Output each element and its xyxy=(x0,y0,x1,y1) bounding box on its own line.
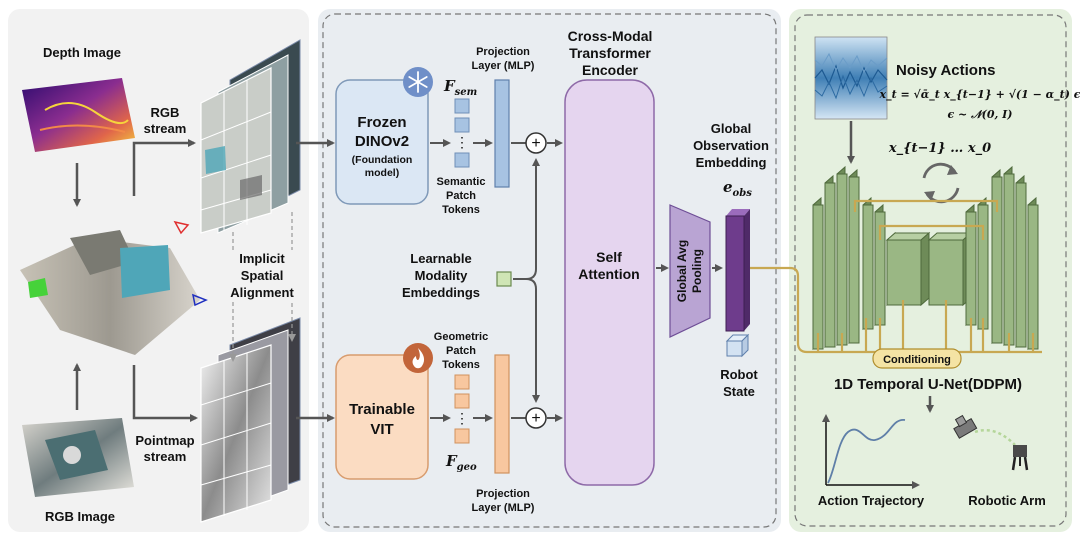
geometric-tokens-1: Geometric xyxy=(434,331,488,343)
frozen-label-2: DINOv2 xyxy=(355,133,409,150)
modality-label-3: Embeddings xyxy=(402,285,480,300)
rgb-stream-label-2: stream xyxy=(144,121,187,136)
svg-text:+: + xyxy=(531,410,540,427)
snowflake-icon xyxy=(403,67,433,97)
middle-panel-dashed xyxy=(322,13,777,528)
geometric-token-stack: ⋮ xyxy=(454,374,470,444)
projection-layer-bottom xyxy=(494,354,510,474)
robotic-arm-illustration xyxy=(953,414,1029,471)
f-geo-symbol: Fgeo xyxy=(445,452,477,473)
frozen-sub-2: model) xyxy=(365,167,399,179)
svg-text:+: + xyxy=(531,135,540,152)
point-cloud xyxy=(20,220,208,355)
rgb-patch-stack xyxy=(200,39,301,234)
trainable-vit-block xyxy=(335,354,429,480)
geometric-tokens-2: Patch xyxy=(446,345,476,357)
depth-image xyxy=(22,78,135,152)
transformer-title-2: Transformer xyxy=(569,45,651,61)
global-obs-1: Global xyxy=(711,121,751,136)
alignment-label-3: Alignment xyxy=(230,285,294,300)
action-trajectory-label: Action Trajectory xyxy=(818,493,925,508)
frozen-label-1: Frozen xyxy=(357,114,406,131)
rgb-image-label: RGB Image xyxy=(45,509,115,524)
unet-encoder xyxy=(812,165,931,351)
alignment-label-1: Implicit xyxy=(239,251,285,266)
self-attention-1: Self xyxy=(596,249,622,265)
proj-bottom-1: Projection xyxy=(476,488,530,500)
trainable-label-2: VIT xyxy=(370,421,393,438)
action-trajectory-plot xyxy=(822,414,920,489)
middle-panel-bg xyxy=(318,9,781,532)
frozen-dinov2-block xyxy=(335,79,429,205)
semantic-tokens-3: Tokens xyxy=(442,204,480,216)
observation-embedding-bar xyxy=(725,209,750,332)
semantic-token-stack: ⋮ xyxy=(454,98,470,168)
frozen-sub-1: (Foundation xyxy=(352,154,413,166)
self-attention-block xyxy=(564,79,655,486)
global-obs-2: Observation xyxy=(693,138,769,153)
global-obs-3: Embedding xyxy=(696,155,767,170)
trainable-label-1: Trainable xyxy=(349,401,415,418)
e-obs-symbol: eobs xyxy=(723,178,752,199)
self-attention-2: Attention xyxy=(578,266,639,282)
rgb-stream-label-1: RGB xyxy=(151,105,180,120)
alignment-label-2: Spatial xyxy=(241,268,284,283)
robotic-arm-label: Robotic Arm xyxy=(968,493,1046,508)
noisy-actions-label: Noisy Actions xyxy=(896,62,995,79)
f-sem-symbol: Fsem xyxy=(443,77,477,98)
geometric-tokens-3: Tokens xyxy=(442,359,480,371)
semantic-tokens-2: Patch xyxy=(446,190,476,202)
add-operator-top: + xyxy=(525,132,547,154)
rgb-image xyxy=(22,418,134,497)
proj-top-2: Layer (MLP) xyxy=(472,60,535,72)
projection-layer-top xyxy=(494,79,510,188)
modality-embedding xyxy=(496,271,512,287)
conditioning-lines xyxy=(750,199,1042,354)
noisy-actions-image xyxy=(814,36,888,120)
add-operator-bottom: + xyxy=(525,407,547,429)
svg-text:⋮: ⋮ xyxy=(455,134,469,150)
proj-top-1: Projection xyxy=(476,46,530,58)
conditioning-badge xyxy=(872,348,962,369)
semantic-tokens-1: Semantic xyxy=(437,176,486,188)
depth-image-label: Depth Image xyxy=(43,45,121,60)
noise-distribution: ϵ ~ 𝒩(0, I) xyxy=(948,108,1013,121)
modality-label-1: Learnable xyxy=(410,251,471,266)
svg-text:⋮: ⋮ xyxy=(455,410,469,426)
diffusion-equation: x_t = √ᾱ_t x_{t−1} + √(1 − α_t) ϵ xyxy=(879,88,1080,102)
pointmap-patch-stack xyxy=(200,317,301,523)
pooling-label-2: Pooling xyxy=(690,249,704,293)
modality-label-2: Modality xyxy=(415,268,468,283)
transformer-title-3: Encoder xyxy=(582,62,639,78)
pointmap-stream-label-1: Pointmap xyxy=(135,433,194,448)
denoising-sequence: x_{t−1} … x_0 xyxy=(888,141,991,156)
conditioning-label: Conditioning xyxy=(883,354,951,366)
global-avg-pooling xyxy=(669,204,711,338)
pointmap-stream-label-2: stream xyxy=(144,449,187,464)
unet-title: 1D Temporal U-Net(DDPM) xyxy=(834,376,1022,393)
robot-state-2: State xyxy=(723,384,755,399)
transformer-title-1: Cross-Modal xyxy=(568,28,653,44)
proj-bottom-2: Layer (MLP) xyxy=(472,502,535,514)
robot-state-cube xyxy=(725,333,750,358)
flame-icon xyxy=(403,343,433,373)
robot-state-1: Robot xyxy=(720,367,758,382)
pooling-label-1: Global Avg xyxy=(675,240,689,302)
